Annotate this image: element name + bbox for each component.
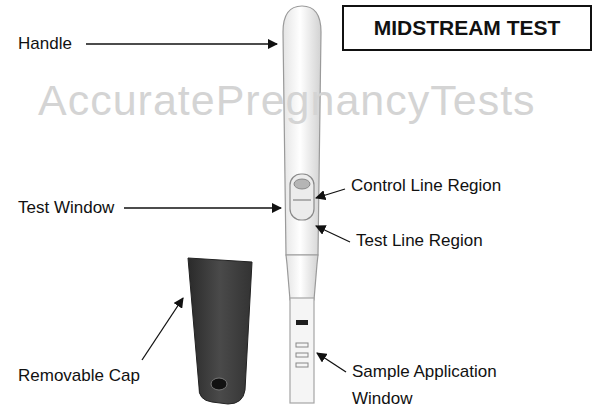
absorbent-tip [290,298,314,403]
cap-hole [211,378,227,390]
part-label: Handle [18,34,72,54]
test-window [290,174,314,220]
watermark: AccuratePregnancyTests [38,76,536,124]
leader-arrow [124,207,281,208]
handle-body [283,6,321,255]
leader-arrow [317,353,346,372]
sample-window-slot [296,363,308,367]
sample-window-mark [296,320,308,325]
leader-arrow [142,298,183,360]
part-label: Control Line Region [351,176,501,196]
removable-cap [188,258,252,404]
part-label: Test Line Region [356,231,483,251]
leader-arrow [86,43,277,44]
part-label: Test Window [18,198,114,218]
leader-arrow [316,189,345,198]
test-line [293,199,311,201]
stick-neck [286,255,318,300]
part-label: Sample Application Window [352,358,552,412]
part-label: Removable Cap [18,366,140,386]
leader-arrow [316,226,350,242]
title-box: MIDSTREAM TEST [342,5,592,51]
title-text: MIDSTREAM TEST [374,15,561,41]
sample-window-slot [296,353,308,357]
control-line [294,179,310,189]
sample-window-slot [296,343,308,347]
